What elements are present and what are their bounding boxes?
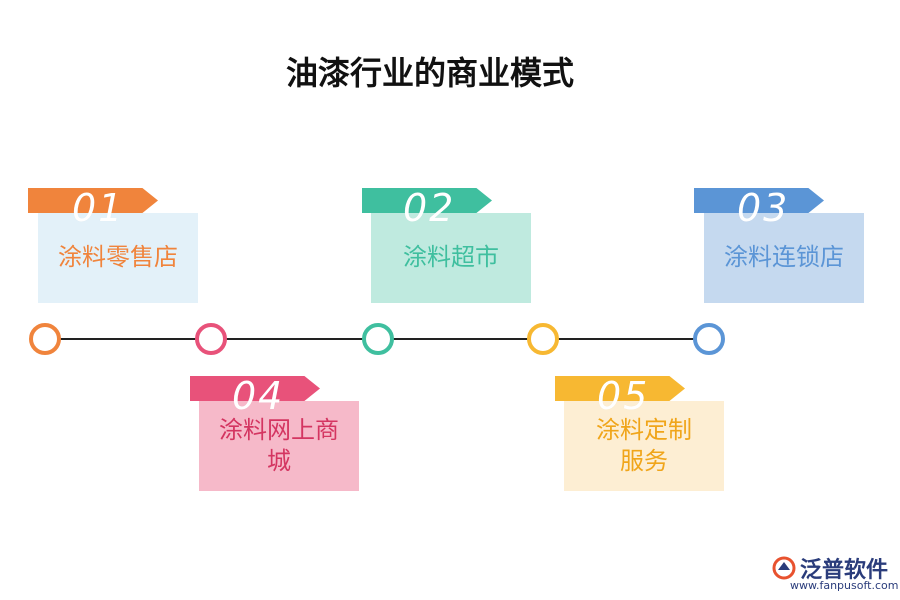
brand-logo: 泛普软件	[772, 552, 888, 584]
step-number: 02	[403, 186, 456, 230]
step-card: 涂料定制服务	[564, 401, 724, 491]
diagram-title: 油漆行业的商业模式	[285, 54, 574, 92]
step-flag	[555, 376, 685, 401]
step-flag	[694, 188, 824, 213]
step-card: 涂料零售店	[38, 213, 198, 303]
step-card: 涂料超市	[371, 213, 531, 303]
step-label: 涂料定制服务	[596, 415, 692, 475]
step-number: 03	[737, 186, 790, 230]
step-label: 涂料零售店	[58, 243, 178, 272]
step-label: 涂料超市	[403, 243, 499, 272]
step-number: 04	[232, 374, 285, 418]
step-label: 涂料连锁店	[724, 243, 844, 272]
step-label: 涂料网上商城	[219, 415, 339, 475]
timeline-node	[362, 323, 394, 355]
step-flag	[362, 188, 492, 213]
step-number: 05	[597, 374, 650, 418]
step-flag	[28, 188, 158, 213]
logo-icon	[772, 556, 796, 580]
logo-url: www.fanpusoft.com	[790, 579, 899, 592]
timeline-node	[29, 323, 61, 355]
timeline-node	[693, 323, 725, 355]
timeline-node	[527, 323, 559, 355]
timeline-node	[195, 323, 227, 355]
step-card: 涂料连锁店	[704, 213, 864, 303]
step-number: 01	[72, 186, 125, 230]
logo-name: 泛普软件	[800, 558, 889, 583]
step-flag	[190, 376, 320, 401]
step-card: 涂料网上商城	[199, 401, 359, 491]
